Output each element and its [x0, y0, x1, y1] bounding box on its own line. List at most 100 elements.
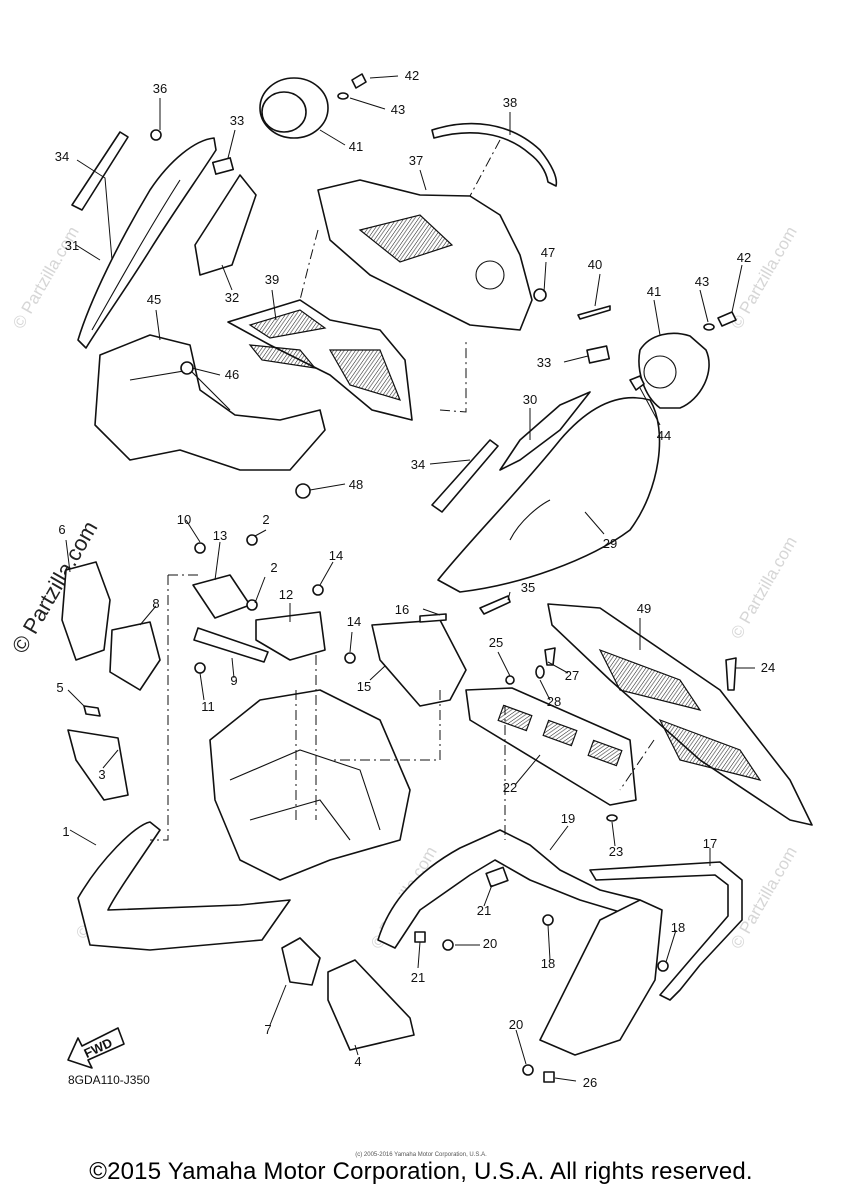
part-36-bolt [150, 129, 162, 141]
part-label: 49 [637, 601, 651, 616]
part-8-cover [109, 621, 161, 691]
part-label: 4 [354, 1054, 361, 1069]
part-label: 34 [55, 149, 69, 164]
part-label: 20 [509, 1017, 523, 1032]
part-45-inner-panel [94, 334, 326, 471]
part-label: 10 [177, 512, 191, 527]
part-label: 32 [225, 290, 239, 305]
part-35-screw [479, 595, 511, 615]
part-label: 14 [329, 548, 343, 563]
small-copyright: (c) 2005-2016 Yamaha Motor Corporation, … [355, 1152, 487, 1158]
part-label: 41 [349, 139, 363, 154]
part-24-washer [606, 814, 618, 822]
part-16-screw [419, 613, 447, 623]
watermark-text: © Partzilla.com [727, 533, 801, 642]
part-46-grommet [180, 361, 194, 375]
part-label: 47 [541, 245, 555, 260]
part-label: 40 [588, 257, 602, 272]
part-32-cover [194, 174, 257, 276]
part-9-stay [193, 627, 269, 663]
part-21-nut-lower [543, 1071, 555, 1083]
part-label: 7 [264, 1022, 271, 1037]
part-label: 34 [411, 457, 425, 472]
assembly-lines [150, 139, 655, 841]
part-14-bolt-lower [344, 652, 356, 664]
part-label: 29 [603, 536, 617, 551]
part-41-duct-right [638, 332, 710, 409]
part-47-grommet [533, 288, 547, 302]
part-48-grommet [295, 483, 311, 499]
part-label: 26 [583, 1075, 597, 1090]
part-25-rivet [725, 657, 737, 691]
part-label: 17 [703, 836, 717, 851]
part-18-bolt-right [657, 960, 669, 972]
part-label: 30 [523, 392, 537, 407]
part-33-pad [211, 157, 235, 175]
part-41-duct [259, 77, 329, 139]
part-28-washer [535, 665, 545, 679]
part-2-bolt [246, 534, 258, 546]
part-label: 33 [537, 355, 551, 370]
part-label: 38 [503, 95, 517, 110]
part-label: 12 [279, 587, 293, 602]
part-label: 20 [483, 936, 497, 951]
part-20-bolt-lower [522, 1064, 534, 1076]
part-27-rivet [544, 647, 556, 666]
part-40-rivet [577, 305, 611, 320]
part-17-pipe [589, 861, 743, 1001]
part-label: 15 [357, 679, 371, 694]
part-label: 43 [391, 102, 405, 117]
part-22-pad [485, 866, 509, 888]
part-label: 1 [62, 824, 69, 839]
part-20-bolt [442, 939, 454, 951]
part-label: 28 [547, 694, 561, 709]
part-33-pad-right [586, 345, 611, 364]
part-label: 31 [65, 238, 79, 253]
part-label: 2 [262, 512, 269, 527]
part-label: 19 [561, 811, 575, 826]
part-21-nut [414, 931, 426, 943]
part-10-bolt [194, 542, 206, 554]
part-label: 41 [647, 284, 661, 299]
part-label: 13 [213, 528, 227, 543]
part-26-clip [505, 675, 515, 685]
part-44-nut [629, 375, 645, 391]
part-29-side-cowl [437, 391, 661, 593]
frame-reference [209, 689, 411, 881]
part-label: 37 [409, 153, 423, 168]
part-label: 21 [411, 970, 425, 985]
part-label: 9 [230, 673, 237, 688]
part-49-side-panel [547, 603, 813, 826]
part-1-lower-cowl [77, 821, 291, 951]
part-label: 35 [521, 580, 535, 595]
part-label: 21 [477, 903, 491, 918]
part-label: 18 [541, 956, 555, 971]
part-18-bolt [542, 914, 554, 926]
part-6-cover [61, 561, 111, 661]
part-number-labels: 42 43 41 36 33 34 31 32 38 37 39 47 40 4… [55, 68, 775, 1090]
diagram-code: 8GDA110-J350 [68, 1073, 150, 1087]
part-label: 24 [761, 660, 775, 675]
leader-lines [65, 75, 755, 1082]
part-34-strip [71, 131, 129, 211]
part-label: 33 [230, 113, 244, 128]
part-31-side-cover [77, 137, 217, 349]
fwd-arrow-icon: FWD [67, 1027, 125, 1069]
part-label: 6 [58, 522, 65, 537]
part-label: 22 [503, 780, 517, 795]
part-42-bolt-right [717, 311, 737, 327]
part-23-side-panel [465, 687, 637, 806]
part-label: 42 [737, 250, 751, 265]
part-7-cover [281, 937, 321, 986]
part-5-boot [327, 959, 415, 1051]
part-label: 25 [489, 635, 503, 650]
part-label: 43 [695, 274, 709, 289]
part-label: 14 [347, 614, 361, 629]
fwd-label: FWD [82, 1035, 115, 1061]
part-label: 8 [152, 596, 159, 611]
part-label: 45 [147, 292, 161, 307]
part-13-bracket [192, 574, 251, 619]
watermark-text: © Partzilla.com [727, 223, 801, 332]
part-label: 44 [657, 428, 671, 443]
